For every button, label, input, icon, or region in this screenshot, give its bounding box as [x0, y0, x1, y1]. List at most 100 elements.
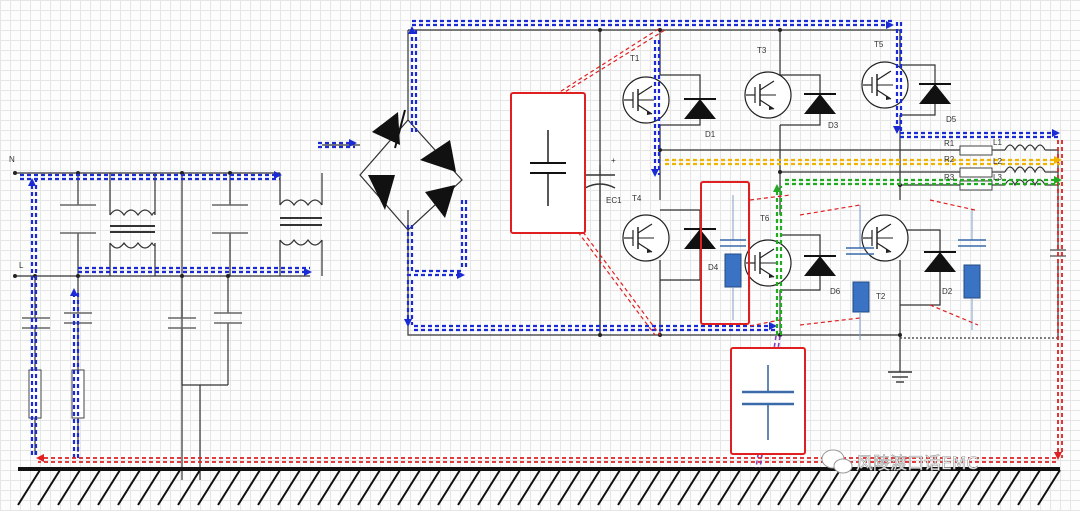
- parasitic-capacitor-t2: [846, 205, 874, 340]
- highlight-box-bus-cap: [510, 92, 586, 234]
- hatch-line: [117, 469, 141, 506]
- igbt-t3: [744, 71, 792, 119]
- diode-d4-label: D4: [708, 263, 719, 272]
- differential-choke: [279, 199, 323, 246]
- switch-t3-label: T3: [757, 46, 767, 55]
- hatch-line: [157, 469, 181, 506]
- hatch-line: [497, 469, 521, 506]
- emi-capacitor-2: [212, 204, 248, 234]
- hatch-line: [1037, 469, 1061, 506]
- line-n-label: N: [9, 155, 15, 164]
- diode-d6: [803, 255, 837, 277]
- diode-d2-label: D2: [942, 287, 953, 296]
- hatch-line: [697, 469, 721, 506]
- hatch-line: [297, 469, 321, 506]
- hatch-line: [77, 469, 101, 506]
- hatch-line: [237, 469, 261, 506]
- igbt-t1: [622, 76, 670, 124]
- cap-plus-label: +: [611, 156, 616, 165]
- hatch-line: [357, 469, 381, 506]
- parasitic-capacitor-d4: [720, 195, 746, 320]
- red-common-mode-path: [36, 27, 1063, 463]
- ground-icon: [888, 371, 912, 383]
- hatch-line: [417, 469, 441, 506]
- hatch-line: [517, 469, 541, 506]
- resistor-r1-label: R1: [944, 139, 955, 148]
- watermark-text: 风陵渡口话EMC: [856, 454, 978, 474]
- y-capacitor-4: [214, 312, 242, 324]
- hatch-line: [137, 469, 161, 506]
- hatch-line: [737, 469, 761, 506]
- hatch-line: [957, 469, 981, 506]
- switch-t2-label: T2: [876, 292, 886, 301]
- hatch-line: [817, 469, 841, 506]
- hatch-line: [337, 469, 361, 506]
- hatch-line: [477, 469, 501, 506]
- hatch-line: [877, 469, 901, 506]
- hatch-line: [637, 469, 661, 506]
- line-l-label: L: [19, 261, 24, 270]
- hatch-line: [717, 469, 741, 506]
- inductor-l3-label: L3: [993, 173, 1002, 182]
- hatch-line: [57, 469, 81, 506]
- hatch-line: [377, 469, 401, 506]
- hatch-line: [17, 469, 41, 506]
- hatch-line: [397, 469, 421, 506]
- hatch-line: [997, 469, 1021, 506]
- diode-d1: [683, 98, 717, 120]
- emi-capacitor-1: [60, 204, 96, 234]
- green-output-path: [773, 176, 1062, 335]
- inductor-l1-label: L1: [993, 138, 1002, 147]
- hatch-line: [917, 469, 941, 506]
- highlight-box-ground-cap: [730, 347, 806, 455]
- cap-ec1-label: EC1: [606, 196, 622, 205]
- hatch-line: [437, 469, 461, 506]
- watermark: 风陵渡口话EMC: [821, 449, 979, 474]
- y-capacitor-3: [168, 317, 196, 329]
- hatch-line: [777, 469, 801, 506]
- bridge-rectifier: [359, 109, 463, 231]
- hatch-line: [677, 469, 701, 506]
- switch-t1-label: T1: [630, 54, 640, 63]
- wechat-icon: [821, 449, 853, 474]
- hatch-line: [577, 469, 601, 506]
- hatch-line: [1017, 469, 1041, 506]
- hatch-line: [537, 469, 561, 506]
- hatch-line: [977, 469, 1001, 506]
- hatch-line: [757, 469, 781, 506]
- hatch-line: [97, 469, 121, 506]
- diode-d1-label: D1: [705, 130, 716, 139]
- hatch-line: [597, 469, 621, 506]
- hatch-line: [457, 469, 481, 506]
- hatch-line: [37, 469, 61, 506]
- switch-t6-label: T6: [760, 214, 770, 223]
- diode-d6-label: D6: [830, 287, 841, 296]
- diode-d2: [923, 251, 957, 273]
- common-mode-choke: [109, 209, 156, 249]
- igbt-t6: [744, 239, 792, 287]
- switch-t5-label: T5: [874, 40, 884, 49]
- highlight-box-d4: [700, 181, 750, 325]
- switch-t4-label: T4: [632, 194, 642, 203]
- ground-plane: [17, 467, 1061, 506]
- hatch-line: [557, 469, 581, 506]
- blue-current-path: [20, 19, 1060, 458]
- resistor-r2-label: R2: [944, 155, 955, 164]
- hatch-line: [277, 469, 301, 506]
- igbt-t4: [622, 214, 670, 262]
- yellow-output-path: [665, 156, 1062, 166]
- hatch-line: [197, 469, 221, 506]
- hatch-line: [177, 469, 201, 506]
- hatch-line: [937, 469, 961, 506]
- bus-capacitor-ec1: [584, 174, 616, 335]
- resistor-r3-label: R3: [944, 173, 955, 182]
- hatch-line: [617, 469, 641, 506]
- hatch-line: [897, 469, 921, 506]
- diode-d5-label: D5: [946, 115, 957, 124]
- hatch-line: [797, 469, 821, 506]
- hatch-line: [217, 469, 241, 506]
- hatch-line: [257, 469, 281, 506]
- hatch-line: [657, 469, 681, 506]
